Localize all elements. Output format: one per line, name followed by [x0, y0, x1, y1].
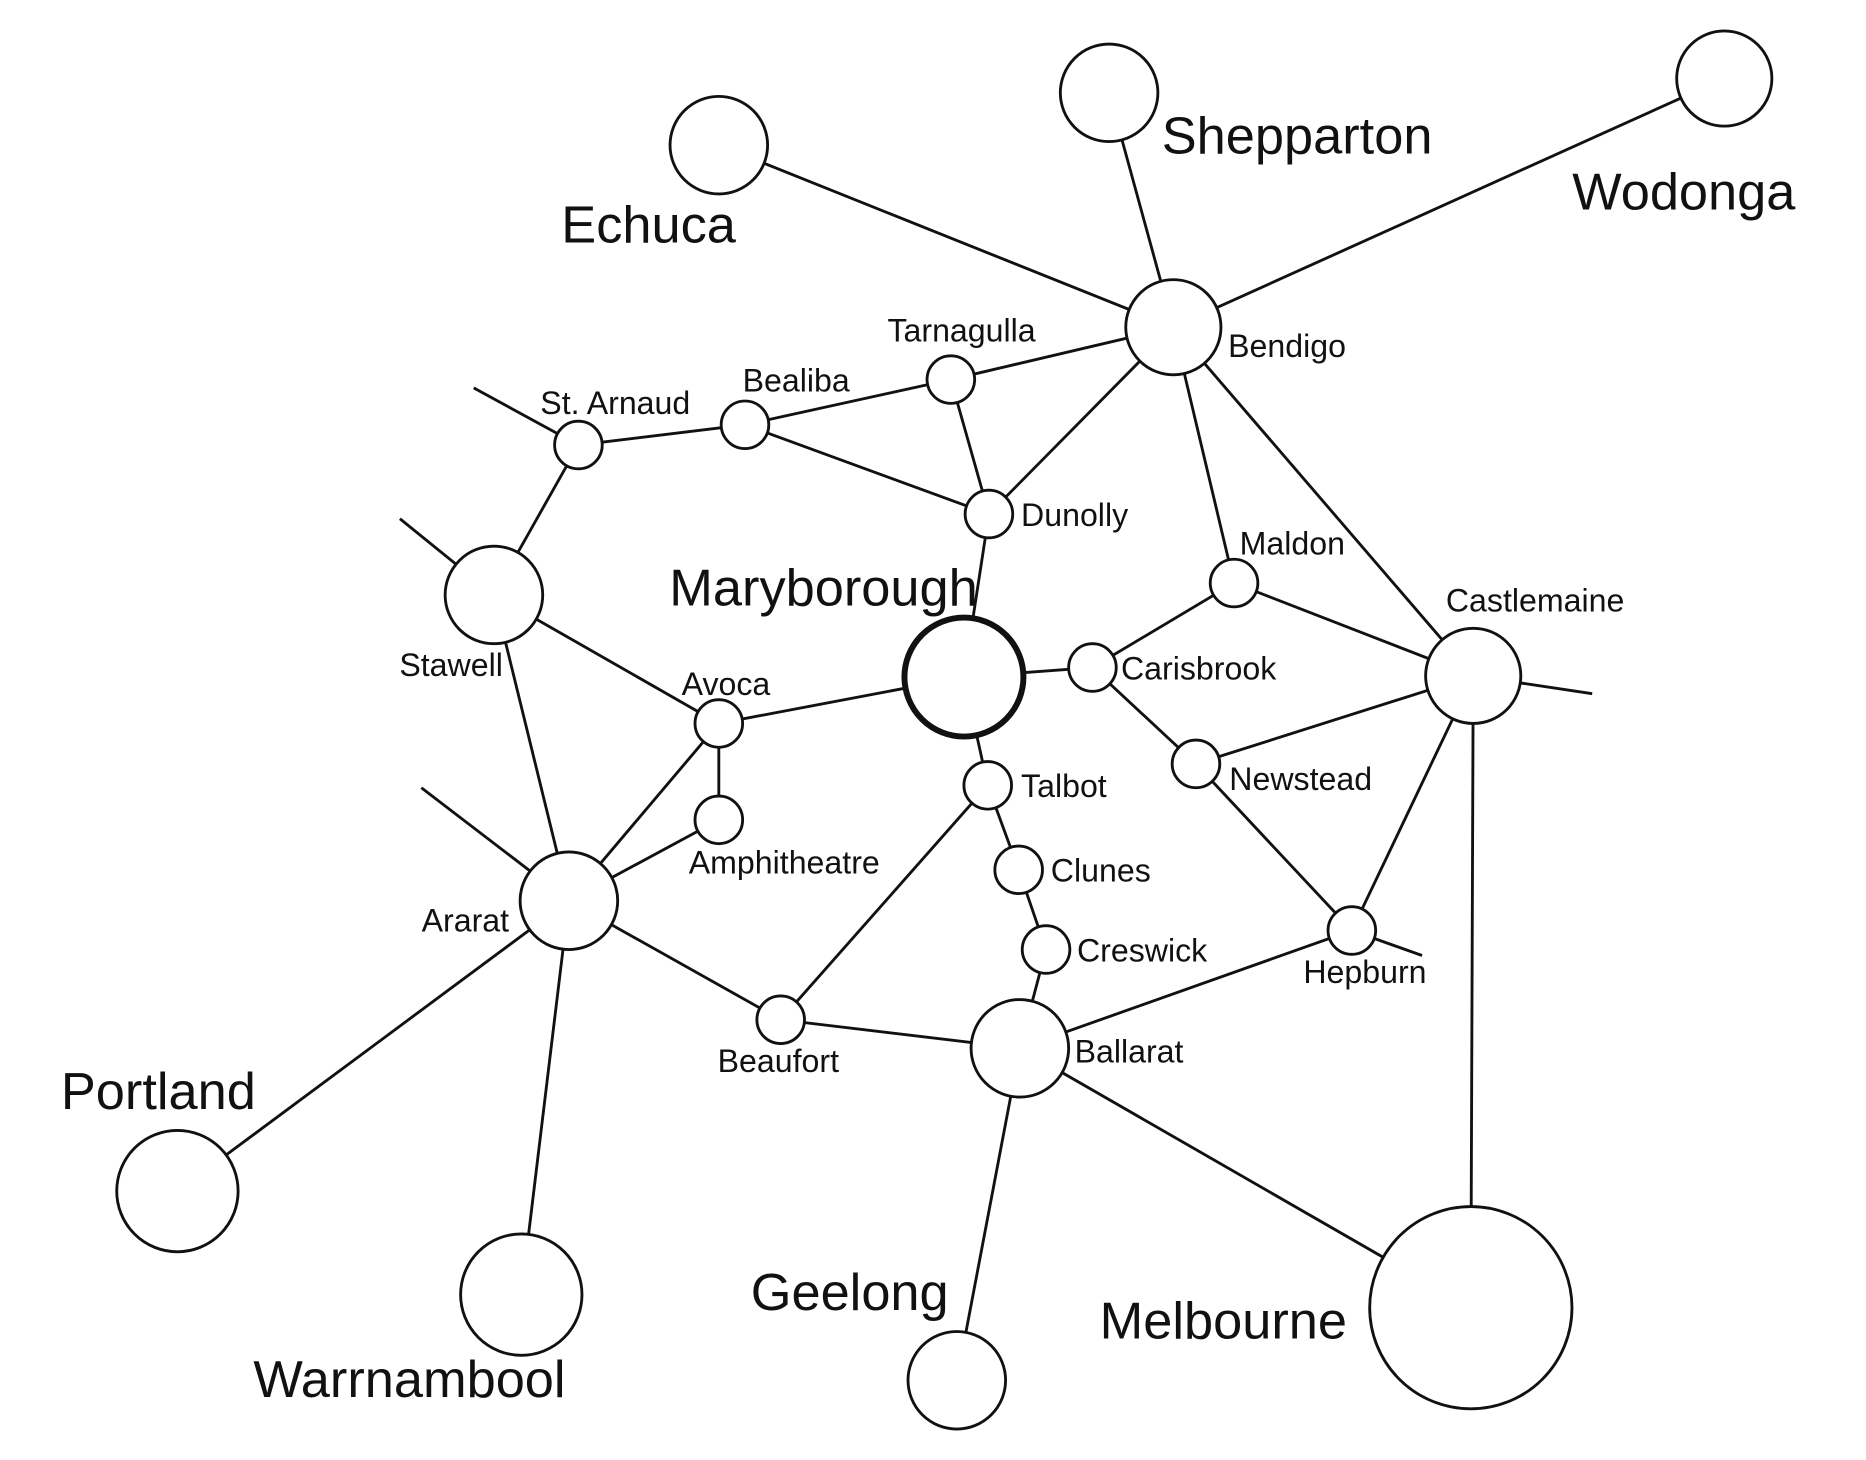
- node-melbourne[interactable]: [1368, 1205, 1574, 1411]
- label-bendigo: Bendigo: [1228, 328, 1346, 364]
- edge-newstead-hepburn: [1194, 762, 1353, 932]
- label-amphitheatre: Amphitheatre: [689, 844, 880, 880]
- label-clunes: Clunes: [1051, 853, 1151, 889]
- label-hepburn: Hepburn: [1303, 954, 1426, 990]
- node-shepparton[interactable]: [1058, 42, 1160, 144]
- label-talbot: Talbot: [1021, 768, 1107, 804]
- node-hepburn[interactable]: [1326, 905, 1378, 956]
- edge-castlemaine-melbourne: [1469, 675, 1475, 1308]
- node-avoca[interactable]: [693, 698, 745, 749]
- node-ballarat[interactable]: [969, 998, 1071, 1099]
- label-portland: Portland: [61, 1063, 256, 1121]
- label-shepparton: Shepparton: [1162, 107, 1433, 165]
- node-maryborough[interactable]: [901, 614, 1027, 740]
- node-clunes[interactable]: [993, 844, 1044, 896]
- edge-wodonga-bendigo: [1172, 77, 1725, 329]
- node-beaufort[interactable]: [755, 994, 806, 1045]
- node-echuca[interactable]: [668, 94, 770, 196]
- node-maldon[interactable]: [1208, 557, 1260, 609]
- node-wodonga[interactable]: [1675, 29, 1774, 128]
- node-castlemaine[interactable]: [1424, 626, 1523, 725]
- edge-ballarat-geelong: [955, 1048, 1022, 1381]
- node-portland[interactable]: [115, 1128, 240, 1254]
- edge-carisbrook-maldon: [1091, 581, 1235, 669]
- node-stawell[interactable]: [443, 544, 545, 646]
- node-newstead[interactable]: [1170, 738, 1222, 790]
- node-tarnagulla[interactable]: [925, 354, 977, 405]
- edge-stawell-ararat: [492, 594, 571, 902]
- label-stawell: Stawell: [399, 647, 503, 683]
- node-geelong[interactable]: [906, 1330, 1008, 1431]
- node-st-arnaud[interactable]: [553, 419, 604, 471]
- label-melbourne: Melbourne: [1100, 1293, 1347, 1351]
- label-warrnambool: Warrnambool: [253, 1351, 565, 1409]
- label-ballarat: Ballarat: [1075, 1034, 1184, 1070]
- node-bealiba[interactable]: [719, 399, 771, 451]
- edge-bealiba-st-arnaud: [578, 423, 746, 447]
- node-bendigo[interactable]: [1124, 278, 1223, 377]
- label-bealiba: Bealiba: [743, 362, 850, 398]
- node-creswick[interactable]: [1020, 924, 1072, 975]
- label-ararat: Ararat: [422, 903, 510, 939]
- edge-bealiba-dunolly: [744, 423, 990, 516]
- label-echuca: Echuca: [561, 197, 736, 255]
- edge-echuca-bendigo: [718, 143, 1174, 329]
- node-talbot[interactable]: [962, 760, 1013, 811]
- label-tarnagulla: Tarnagulla: [887, 312, 1035, 348]
- edge-bendigo-castlemaine: [1172, 326, 1475, 677]
- nodes-layer: [115, 29, 1774, 1431]
- label-geelong: Geelong: [751, 1264, 949, 1322]
- edge-tarnagulla-bealiba: [744, 378, 952, 427]
- node-carisbrook[interactable]: [1067, 642, 1118, 693]
- label-maryborough: Maryborough: [669, 560, 977, 618]
- label-wodonga: Wodonga: [1572, 163, 1796, 221]
- edge-talbot-beaufort: [779, 784, 989, 1021]
- label-avoca: Avoca: [682, 666, 771, 702]
- node-warrnambool[interactable]: [459, 1232, 584, 1357]
- label-castlemaine: Castlemaine: [1446, 583, 1624, 619]
- edge-ararat-warrnambool: [519, 900, 571, 1295]
- label-st-arnaud: St. Arnaud: [540, 385, 690, 421]
- label-dunolly: Dunolly: [1021, 497, 1128, 533]
- edge-ararat-portland: [176, 899, 570, 1193]
- label-newstead: Newstead: [1229, 761, 1372, 797]
- label-maldon: Maldon: [1240, 525, 1345, 561]
- node-dunolly[interactable]: [963, 488, 1015, 540]
- edge-hepburn-ballarat: [1019, 929, 1353, 1050]
- node-ararat[interactable]: [518, 850, 620, 951]
- label-beaufort: Beaufort: [718, 1043, 839, 1079]
- label-creswick: Creswick: [1077, 932, 1208, 968]
- node-amphitheatre[interactable]: [693, 794, 745, 846]
- label-carisbrook: Carisbrook: [1121, 650, 1277, 686]
